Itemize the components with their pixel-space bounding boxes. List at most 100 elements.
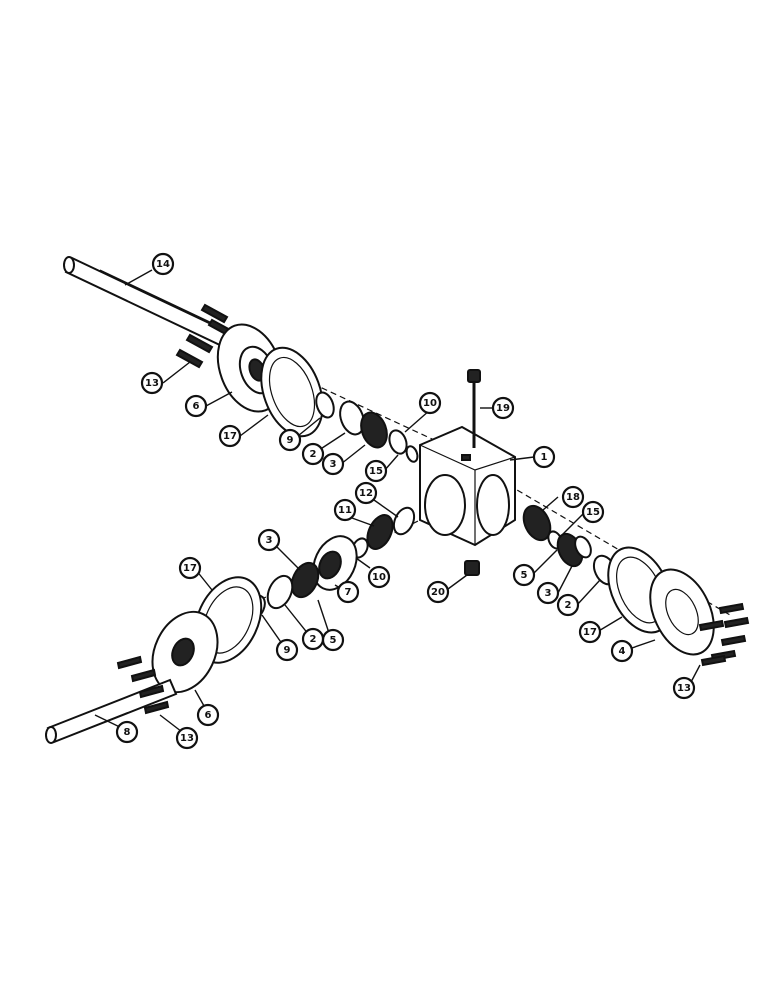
callout-circle <box>278 428 302 452</box>
callout-6: 6 <box>196 703 220 727</box>
callout-number: 11 <box>338 505 352 516</box>
callout-circle <box>418 391 442 415</box>
callout-circle <box>336 580 360 604</box>
drain-plug <box>464 560 480 576</box>
callout-13: 13 <box>175 726 199 750</box>
callout-circle <box>140 371 164 395</box>
callout-number: 1 <box>541 452 548 463</box>
left-lower-stack <box>246 506 416 620</box>
callout-circle <box>184 394 208 418</box>
callout-circle <box>321 452 345 476</box>
callout-circle <box>354 481 378 505</box>
callout-circle <box>321 628 345 652</box>
callout-circle <box>275 638 299 662</box>
callout-1: 1 <box>532 445 556 469</box>
callout-circle <box>175 726 199 750</box>
callout-9: 9 <box>278 428 302 452</box>
dipstick <box>467 369 481 448</box>
callout-8: 8 <box>115 720 139 744</box>
callout-circle <box>178 556 202 580</box>
callout-number: 2 <box>565 600 572 611</box>
callout-20: 20 <box>426 580 450 604</box>
callout-number: 8 <box>124 727 131 738</box>
callout-number: 3 <box>266 535 273 546</box>
callout-number: 17 <box>223 431 237 442</box>
callout-circle <box>532 445 556 469</box>
callout-14: 14 <box>151 252 175 276</box>
input-shaft-upper <box>63 256 230 348</box>
callout-circle <box>536 581 560 605</box>
callout-2: 2 <box>301 442 325 466</box>
callout-number: 4 <box>619 646 626 657</box>
callout-15: 15 <box>364 459 388 483</box>
callout-number: 2 <box>310 449 317 460</box>
callout-circle <box>301 442 325 466</box>
callout-13: 13 <box>672 676 696 700</box>
callout-number: 17 <box>183 563 197 574</box>
callout-18: 18 <box>561 485 585 509</box>
callout-number: 9 <box>287 435 294 446</box>
callout-circle <box>491 396 515 420</box>
callout-circle <box>512 563 536 587</box>
bolts-right <box>698 602 750 667</box>
callout-number: 6 <box>193 401 200 412</box>
callout-number: 15 <box>586 507 600 518</box>
callout-circle <box>115 720 139 744</box>
callout-circle <box>367 565 391 589</box>
callout-number: 7 <box>345 587 352 598</box>
callout-circle <box>257 528 281 552</box>
callout-7: 7 <box>336 580 360 604</box>
callout-17: 17 <box>218 424 242 448</box>
callout-3: 3 <box>321 452 345 476</box>
callout-5: 5 <box>321 628 345 652</box>
callout-12: 12 <box>354 481 378 505</box>
callout-number: 9 <box>284 645 291 656</box>
callout-9: 9 <box>275 638 299 662</box>
callout-4: 4 <box>610 639 634 663</box>
gearbox-housing <box>419 425 516 547</box>
callout-circle <box>561 485 585 509</box>
callout-number: 17 <box>583 627 597 638</box>
callout-number: 13 <box>677 683 691 694</box>
callout-circle <box>578 620 602 644</box>
callout-circle <box>196 703 220 727</box>
callout-number: 10 <box>372 572 386 583</box>
bearing-cap-lower-left <box>151 610 219 694</box>
callout-number: 19 <box>496 403 510 414</box>
callout-15: 15 <box>581 500 605 524</box>
upper-bearing-stack <box>315 391 419 463</box>
bearing-cap-right <box>649 568 715 656</box>
callout-17: 17 <box>178 556 202 580</box>
callout-10: 10 <box>367 565 391 589</box>
callout-5: 5 <box>512 563 536 587</box>
callout-13: 13 <box>140 371 164 395</box>
right-stack <box>522 504 618 586</box>
callout-number: 6 <box>205 710 212 721</box>
callout-number: 3 <box>545 588 552 599</box>
callout-circle <box>151 252 175 276</box>
callout-2: 2 <box>556 593 580 617</box>
callout-circle <box>426 580 450 604</box>
callout-10: 10 <box>418 391 442 415</box>
callout-number: 18 <box>566 492 580 503</box>
callout-number: 2 <box>310 634 317 645</box>
callout-circle <box>333 498 357 522</box>
callout-circle <box>610 639 634 663</box>
callout-11: 11 <box>333 498 357 522</box>
callout-circle <box>364 459 388 483</box>
callout-number: 12 <box>359 488 373 499</box>
callout-number: 14 <box>156 259 170 270</box>
callout-number: 5 <box>521 570 528 581</box>
callout-3: 3 <box>536 581 560 605</box>
callout-circle <box>672 676 696 700</box>
callout-6: 6 <box>184 394 208 418</box>
callout-circle <box>218 424 242 448</box>
callout-number: 13 <box>180 733 194 744</box>
callout-17: 17 <box>578 620 602 644</box>
callout-19: 19 <box>491 396 515 420</box>
callout-number: 13 <box>145 378 159 389</box>
callout-2: 2 <box>301 627 325 651</box>
callout-circle <box>556 593 580 617</box>
